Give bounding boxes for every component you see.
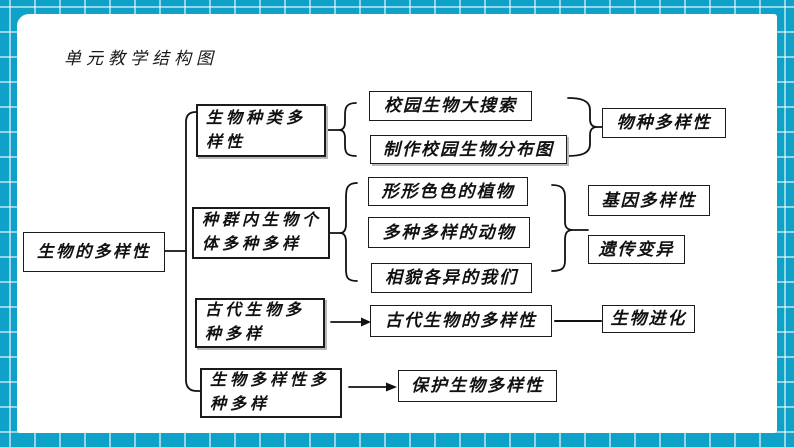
child-node-animals: 多种多样的动物	[368, 217, 530, 248]
branch1-open-brace	[338, 102, 357, 157]
branch2-close-brace	[551, 184, 589, 272]
branch1-close-brace	[567, 97, 603, 157]
branch2-open-brace	[339, 182, 358, 282]
result-node-gene-diversity: 基因多样性	[588, 185, 710, 216]
result-node-evolution: 生物进化	[602, 305, 695, 333]
branch-node-species-variety: 生物种类多样性	[196, 104, 326, 157]
branch-node-diversity-variety: 生物多样性多种多样	[200, 368, 342, 418]
branch-node-individual-variety: 种群内生物个体多种多样	[192, 207, 330, 259]
result-node-species-diversity: 物种多样性	[602, 108, 726, 138]
result-node-heredity-variation: 遗传变异	[588, 235, 685, 264]
child-node-protect-biodiversity: 保护生物多样性	[398, 370, 557, 402]
child-node-ourselves: 相貌各异的我们	[371, 263, 532, 293]
branch-node-ancient-variety: 古代生物多种多样	[195, 298, 325, 348]
child-node-campus-search: 校园生物大搜索	[369, 91, 532, 121]
child-node-plants: 形形色色的植物	[368, 177, 528, 206]
child-node-campus-map: 制作校园生物分布图	[370, 135, 567, 164]
branch4-arrow-head	[386, 382, 397, 392]
page-title: 单元教学结构图	[64, 49, 218, 68]
root-node-biodiversity: 生物的多样性	[23, 232, 165, 272]
child-node-ancient-biodiversity: 古代生物的多样性	[370, 305, 552, 337]
